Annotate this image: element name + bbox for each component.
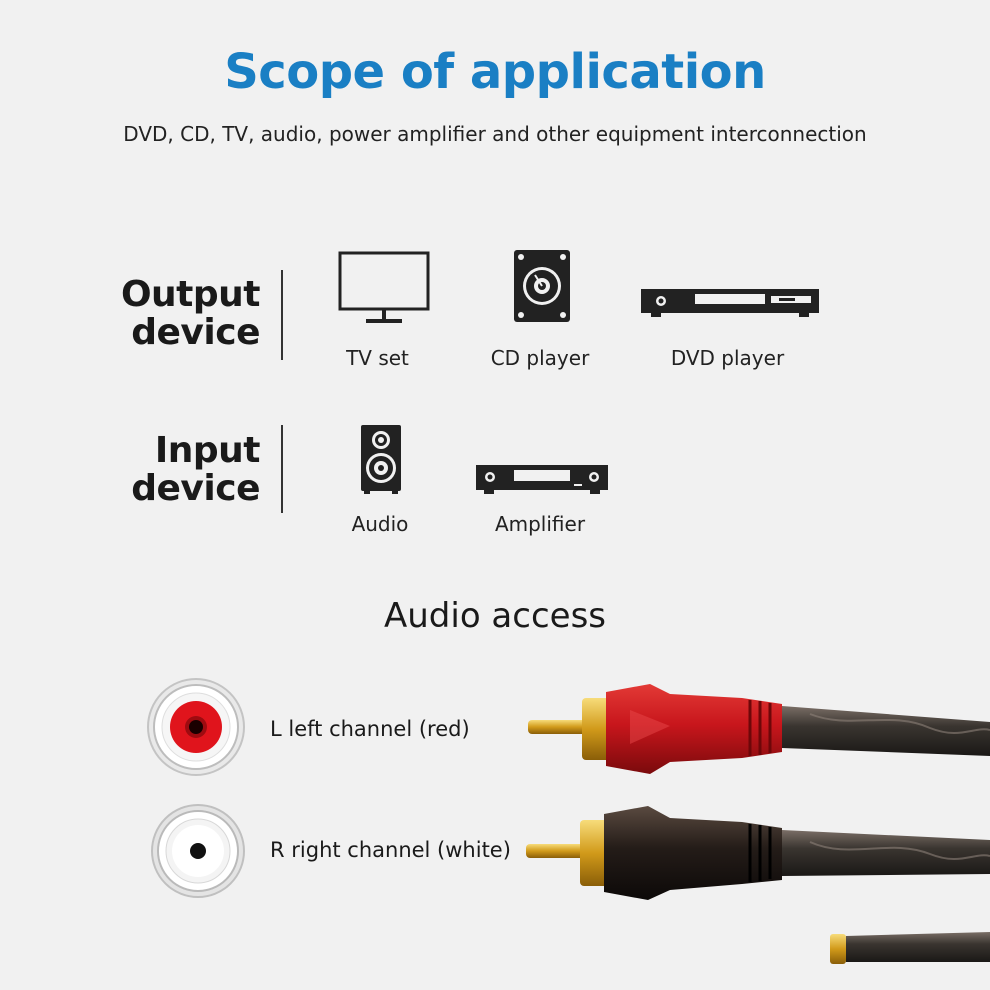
tv-icon [338, 251, 430, 325]
audio-access-title: Audio access [383, 596, 606, 636]
dvd-player-icon [641, 289, 819, 317]
speaker-icon [360, 424, 402, 494]
input-device-label: Input device [100, 432, 260, 508]
output-label-line2: device [131, 312, 260, 353]
left-channel-label: L left channel (red) [270, 717, 470, 741]
right-channel-label: R right channel (white) [270, 838, 511, 862]
audio-label: Audio [351, 512, 409, 536]
page-subtitle: DVD, CD, TV, audio, power amplifier and … [123, 122, 867, 146]
cd-player-icon [513, 249, 571, 323]
output-device-label: Output device [100, 274, 261, 353]
cd-player-label: CD player [490, 346, 590, 370]
white-cable [782, 830, 990, 876]
input-label-line2: device [131, 468, 260, 509]
output-divider [281, 270, 283, 360]
red-jack-icon [146, 677, 246, 777]
red-cable [782, 706, 990, 756]
amplifier-label: Amplifier [494, 512, 586, 536]
dvd-player-label: DVD player [670, 346, 785, 370]
amplifier-icon [476, 465, 608, 495]
rca-cables-image [520, 670, 990, 990]
page-title: Scope of application [224, 44, 766, 100]
output-label-line1: Output [120, 274, 261, 315]
input-label-line1: Input [154, 430, 261, 471]
tv-label: TV set [346, 346, 409, 370]
input-divider [281, 425, 283, 513]
white-jack-icon [150, 803, 246, 899]
